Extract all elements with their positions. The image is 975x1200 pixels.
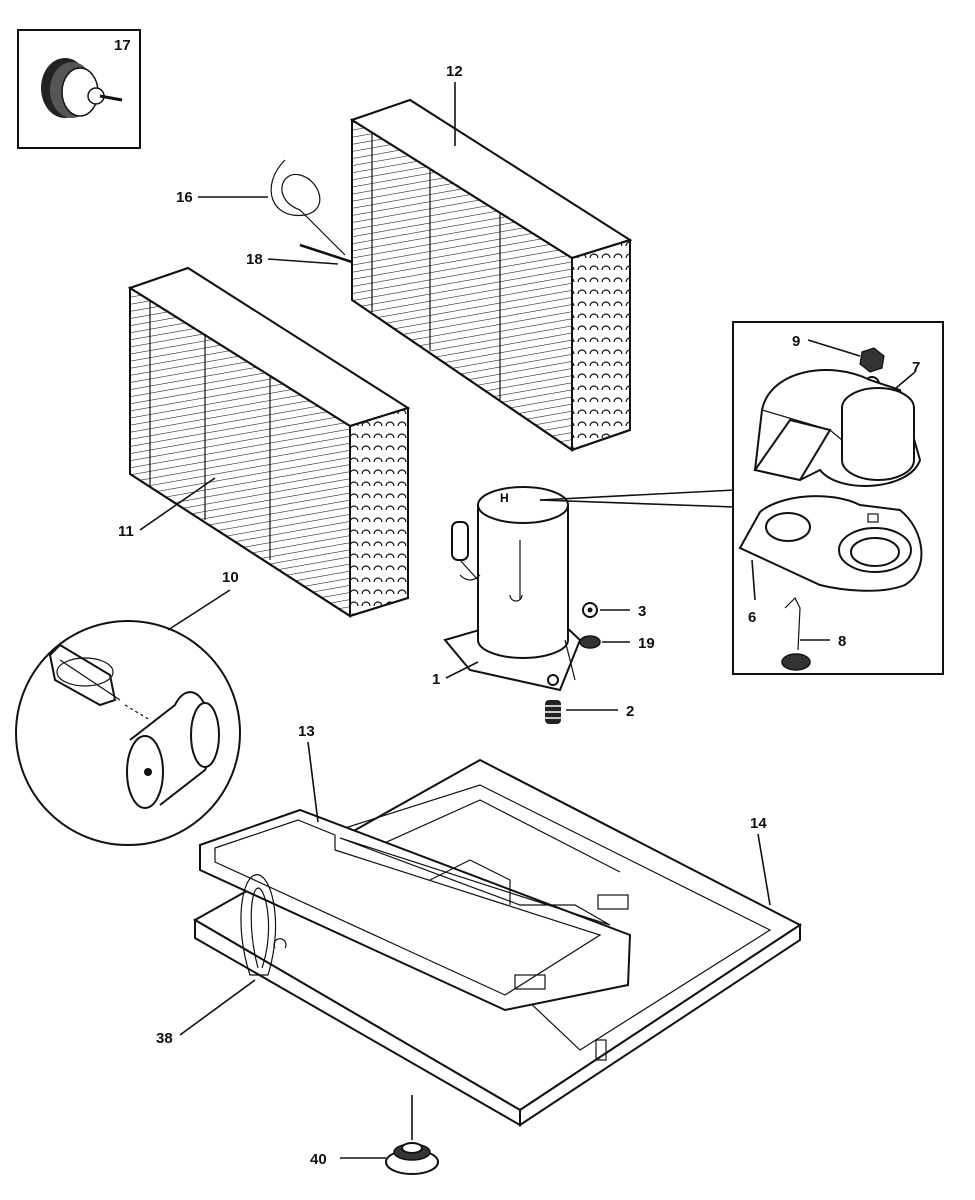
part-10-motor-icon (126, 691, 220, 809)
fan-shroud-inset: 9 7 6 8 (732, 321, 944, 675)
callout-6: 6 (748, 609, 756, 626)
part-10-inset (15, 620, 241, 846)
callout-1: 1 (432, 671, 440, 688)
callout-10: 10 (222, 569, 239, 586)
callout-11: 11 (118, 523, 134, 540)
part-12-coil (349, 98, 633, 452)
callout-14: 14 (750, 815, 767, 832)
part-17-inset: 17 (17, 29, 141, 149)
part-7-fan-housing (753, 369, 922, 487)
callout-8: 8 (838, 633, 846, 650)
part-38-drain-hose (240, 874, 287, 976)
part-8-fan-hub (781, 596, 811, 671)
svg-text:H: H (500, 491, 509, 505)
part-19-grommet (579, 635, 601, 649)
callout-40: 40 (310, 1151, 327, 1168)
callout-12: 12 (446, 63, 463, 80)
callout-19: 19 (638, 635, 655, 652)
part-1-compressor: H (443, 486, 582, 692)
callout-38: 38 (156, 1030, 173, 1047)
part-11-coil (127, 266, 411, 618)
callout-3: 3 (638, 603, 646, 620)
part-10-clamp-icon (48, 643, 151, 721)
callout-18: 18 (246, 251, 263, 268)
callout-2: 2 (626, 703, 634, 720)
callout-7: 7 (912, 359, 920, 376)
part-13-drain-tray (199, 808, 632, 1012)
part-16-capillary-tube (270, 159, 353, 264)
callout-13: 13 (298, 723, 315, 740)
part-40-foot (385, 1142, 439, 1175)
part-3-washer (582, 602, 598, 618)
part-2-spring-mount (545, 700, 561, 724)
callout-9: 9 (792, 333, 800, 350)
callout-17: 17 (114, 37, 131, 54)
part-6-mounting-plate (738, 495, 923, 592)
callout-16: 16 (176, 189, 193, 206)
overload-protector-icon (451, 521, 481, 581)
part-17-capacitor-icon (41, 58, 123, 118)
